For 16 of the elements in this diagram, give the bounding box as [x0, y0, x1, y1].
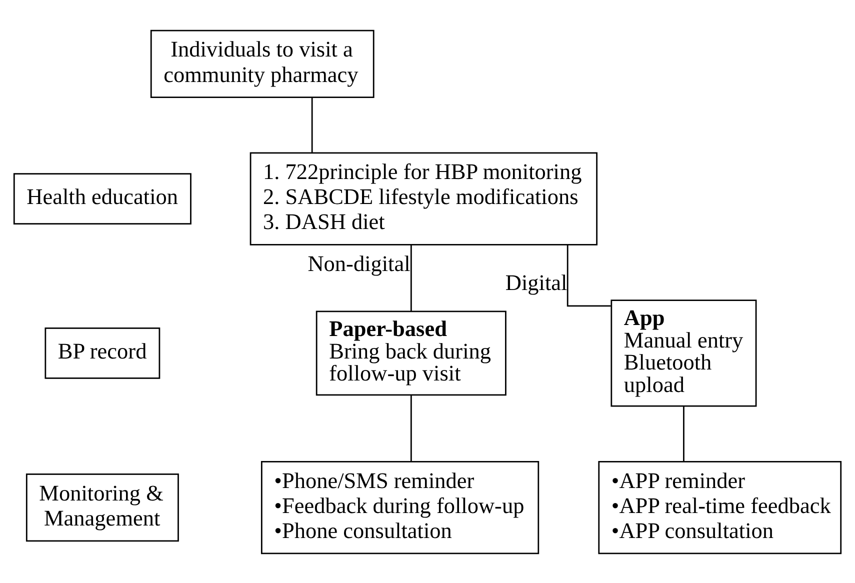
node-box: •APP reminder •APP real-time feedback •APP consultation	[598, 460, 842, 554]
node-box: Paper-based Bring back during follow-up visit	[316, 310, 506, 396]
node-box: 1. 722principle for HBP monitoring 2. SABCDE lifestyle modifications 3. DASH diet	[250, 152, 598, 245]
node-box: Health education	[13, 172, 192, 224]
node-box: Monitoring & Management	[26, 472, 179, 542]
connector	[410, 394, 412, 461]
connector	[311, 97, 313, 152]
connector	[683, 406, 684, 462]
edge-label: Digital	[505, 269, 568, 294]
connector	[410, 244, 412, 311]
node-box: App Manual entry Bluetooth upload	[610, 299, 757, 406]
edge-label: Non-digital	[308, 250, 410, 276]
node-box: BP record	[44, 326, 160, 378]
node-box: Individuals to visit a community pharmacy	[150, 29, 374, 98]
connector	[566, 244, 611, 306]
node-box: •Phone/SMS reminder •Feedback during follow-up •Phone consultation	[260, 460, 540, 554]
